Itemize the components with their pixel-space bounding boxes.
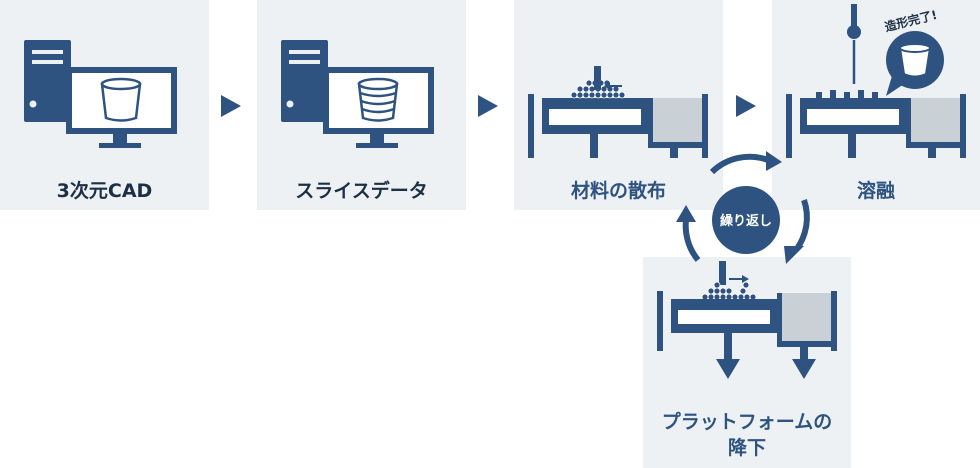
flow-arrow-1 [221, 95, 241, 117]
step-label-slice-data: スライスデータ [295, 180, 428, 202]
repeat-circle [712, 186, 780, 254]
flow-arrow-2 [478, 95, 498, 117]
repeat-cycle-arrows-icon [676, 151, 810, 264]
down-arrow-icon [716, 333, 740, 379]
completion-bubble-icon [886, 31, 944, 96]
step-panel-material-spreading: 材料の散布 [514, 0, 723, 210]
computer-icon [24, 40, 177, 148]
step-label-platform-lowering-line1: プラットフォームの [661, 411, 833, 433]
powder-bed-spreading-icon [528, 66, 708, 158]
sliced-cup-icon [357, 77, 399, 122]
flow-arrow-3 [736, 95, 756, 117]
down-arrow-icon [792, 347, 816, 379]
powder-bed-melting-icon [786, 4, 966, 158]
computer-slices-icon [281, 40, 434, 148]
step-panel-3d-cad: 3次元CAD [0, 0, 209, 210]
step-panel-slice-data: スライスデータ [257, 0, 466, 210]
step-label-platform-lowering-line2: 降下 [727, 437, 766, 459]
cup-model-icon [100, 77, 142, 122]
step-panel-platform-lowering: プラットフォームの 降下 [643, 257, 851, 468]
step-label-melting: 溶融 [856, 180, 895, 202]
step-label-3d-cad: 3次元CAD [56, 180, 153, 202]
repeat-label: 繰り返し [719, 214, 772, 229]
step-label-material-spreading: 材料の散布 [570, 180, 666, 202]
step-panel-melting: 造形完了! 溶融 [772, 0, 980, 210]
platform-lowering-icon [657, 261, 837, 379]
